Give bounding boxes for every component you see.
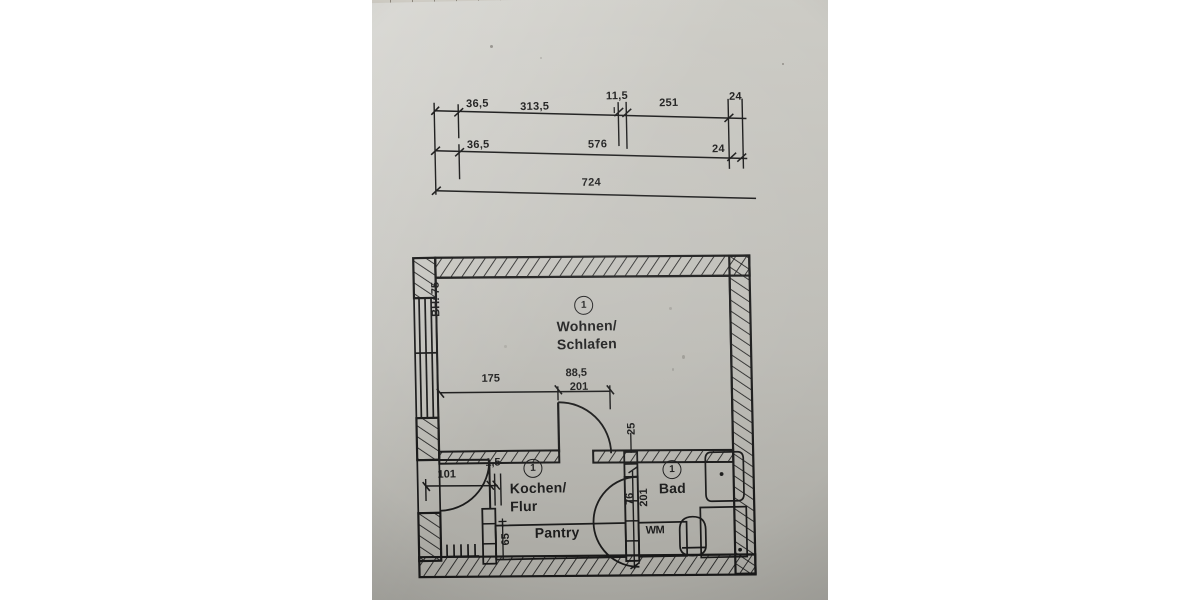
partition-right [592,448,735,464]
floor-plan-photograph: 36,5 313,5 11,5 251 24 36,5 576 24 724 B… [372,0,828,600]
paper-speck [782,63,784,65]
dim-313-5: 313,5 [520,100,550,114]
dim-row2-line [435,150,748,160]
entrance-jamb [481,507,498,565]
annotation-76: 76 [623,492,637,506]
annotation-201-bath: 201 [637,488,651,507]
room-label-wohnen-line2: Schlafen [556,335,618,353]
room-number-kochen: 1 [530,462,536,474]
room-label-kochen-line1: Kochen/ [509,479,567,497]
living-top-inner [435,274,730,279]
floor-plan-drawing [412,98,757,579]
toilet-icon [678,515,707,557]
door-swing-bath [592,475,640,568]
dimension-chain-group [430,98,757,200]
inner-walls [417,274,735,565]
dim-row3-line [435,190,757,200]
living-left-inner [434,277,441,458]
fixtures [446,450,749,561]
dim-576: 576 [587,138,608,151]
living-right-inner [728,275,735,451]
door-jamb-living [557,402,561,453]
paper-speck [682,355,685,359]
doors [440,401,640,568]
outer-walls [412,254,757,579]
dim-36-5-b: 36,5 [466,138,490,152]
washbasin-icon [704,450,745,503]
paper-speck [504,345,507,348]
annotation-bh-75: BH: 75 [429,281,443,317]
room-marker-kochen: 1 [523,458,543,479]
annotation-88-5: 88,5 [565,366,588,380]
door-swing-living [558,401,613,454]
paper-speck [669,307,672,310]
annotation-175: 175 [481,372,501,385]
paper-speck [540,57,542,59]
room-number-bad: 1 [669,463,675,475]
door-swing-entrance [440,459,491,512]
radiator-icon [446,544,480,558]
annotation-65: 65 [499,533,512,546]
dim-251: 251 [659,96,679,110]
dim-11-5: 11,5 [605,89,629,103]
dim-36-5-a: 36,5 [465,97,489,111]
room-marker-wohnen: 1 [573,295,594,316]
annotation-101: 101 [437,468,457,481]
annotation-1-5: 1,5 [485,456,501,469]
room-label-kochen-line2: Flur [510,497,538,515]
pantry-label: Pantry [534,523,580,541]
room-label-bad: Bad [658,479,687,497]
room-number-wohnen: 1 [580,299,587,311]
shower-tray-icon [699,505,749,559]
dim-24-b: 24 [711,142,726,156]
room-marker-bad: 1 [662,459,682,480]
internal-dimensions [422,384,640,570]
paper-speck [490,45,493,48]
washing-machine-box [637,520,689,558]
dim-24-a: 24 [728,90,742,103]
room-label-wohnen-line1: Wohnen/ [556,317,617,335]
window-left [413,296,442,515]
dim-row1-line [434,110,747,120]
washing-machine-label: WM [645,524,665,537]
paper-speck [672,368,674,371]
dim-724: 724 [581,176,602,189]
annotation-201-living: 201 [569,380,589,394]
annotation-25: 25 [625,422,638,435]
